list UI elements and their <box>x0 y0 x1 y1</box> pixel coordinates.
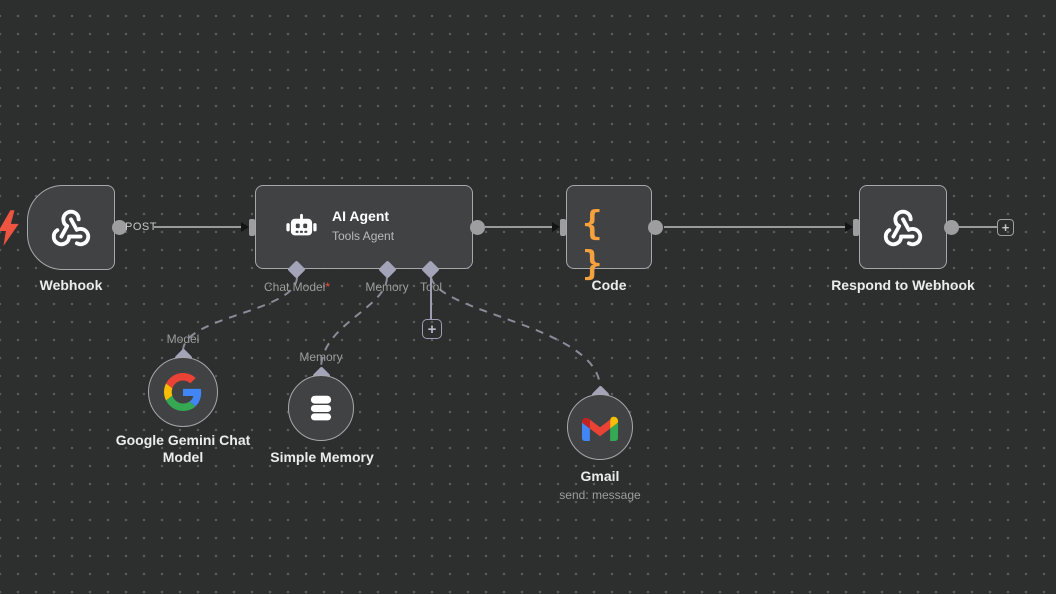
webhook-output-label: POST <box>125 221 157 233</box>
node-code[interactable]: { } <box>566 185 652 284</box>
wire-code-respond <box>664 226 845 228</box>
node-respond-label: Respond to Webhook <box>831 277 975 293</box>
respond-output-endpoint[interactable] <box>944 220 959 235</box>
code-input-arrow <box>552 222 560 232</box>
google-g-icon <box>164 373 202 411</box>
aiagent-input-slot[interactable] <box>249 219 255 236</box>
node-gemini-label: Google Gemini Chat Model <box>115 432 251 465</box>
webhook-output-endpoint[interactable] <box>112 220 127 235</box>
add-node-button[interactable]: + <box>997 219 1014 236</box>
ai-agent-subtitle: Tools Agent <box>332 229 395 243</box>
aiagent-input-arrow <box>241 222 249 232</box>
connection-tool-gmail <box>430 276 601 389</box>
webhook-icon <box>48 204 94 250</box>
robot-icon <box>284 210 319 245</box>
port-label-memory: Memory <box>365 280 409 294</box>
code-input-slot[interactable] <box>560 219 566 236</box>
add-tool-button[interactable]: + <box>422 319 442 339</box>
wire-tool-plus <box>430 276 432 319</box>
port-label-chat-model: Chat Model* <box>263 280 331 294</box>
node-code-label: Code <box>591 277 627 293</box>
node-google-gemini[interactable] <box>148 357 218 427</box>
memory-port-label: Memory <box>299 350 343 364</box>
wire-aiagent-code <box>485 226 552 228</box>
node-simple-memory-label: Simple Memory <box>270 449 374 465</box>
node-gmail-subtitle: send: message <box>559 488 641 502</box>
gemini-port-label: Model <box>166 332 200 346</box>
aiagent-output-endpoint[interactable] <box>470 220 485 235</box>
database-icon <box>304 391 338 425</box>
ai-agent-title: AI Agent <box>332 208 390 224</box>
wire-respond-plus <box>959 226 997 228</box>
respond-input-slot[interactable] <box>853 219 859 236</box>
respond-input-arrow <box>845 222 853 232</box>
node-gmail-label: Gmail <box>580 468 620 484</box>
node-gmail[interactable] <box>567 394 633 460</box>
required-asterisk: * <box>325 280 331 294</box>
node-respond-to-webhook[interactable] <box>859 185 947 269</box>
node-ai-agent[interactable]: AI Agent Tools Agent <box>255 185 473 269</box>
wire-webhook-aiagent <box>154 226 241 228</box>
curly-braces-icon: { } <box>582 204 606 284</box>
code-output-endpoint[interactable] <box>648 220 663 235</box>
node-webhook-label: Webhook <box>39 277 103 293</box>
node-simple-memory[interactable] <box>288 375 354 441</box>
node-webhook[interactable] <box>27 185 115 270</box>
gmail-icon <box>582 414 618 441</box>
lightning-icon <box>0 209 23 247</box>
webhook-icon <box>880 204 926 250</box>
